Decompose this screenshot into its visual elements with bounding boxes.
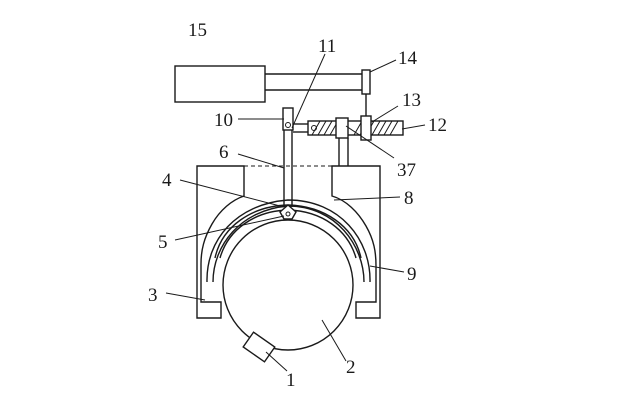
label-6: 6 — [219, 142, 229, 163]
part-11-pivot — [311, 125, 317, 131]
part-37-bearing — [335, 117, 349, 166]
label-4: 4 — [162, 170, 172, 191]
part-2-pipe — [222, 219, 354, 351]
part-5-cutter-head — [279, 204, 297, 220]
part-3-housing — [196, 165, 381, 319]
drive-shaft — [265, 73, 362, 91]
label-10: 10 — [214, 110, 233, 131]
label-12: 12 — [428, 115, 447, 136]
part-1-clamp — [242, 331, 276, 363]
label-5: 5 — [158, 232, 168, 253]
label-1: 1 — [286, 370, 296, 391]
leader-lines — [165, 53, 426, 372]
label-3: 3 — [148, 285, 158, 306]
label-2: 2 — [346, 357, 356, 378]
label-15: 15 — [188, 20, 207, 41]
label-37: 37 — [397, 160, 416, 181]
label-13: 13 — [402, 90, 421, 111]
label-9: 9 — [407, 264, 417, 285]
part-15-motor — [174, 65, 266, 103]
part-13-worm-wheel — [360, 115, 372, 141]
label-11: 11 — [318, 36, 336, 57]
label-14: 14 — [398, 48, 418, 69]
part-6-push-rod — [283, 130, 293, 207]
label-8: 8 — [404, 188, 414, 209]
